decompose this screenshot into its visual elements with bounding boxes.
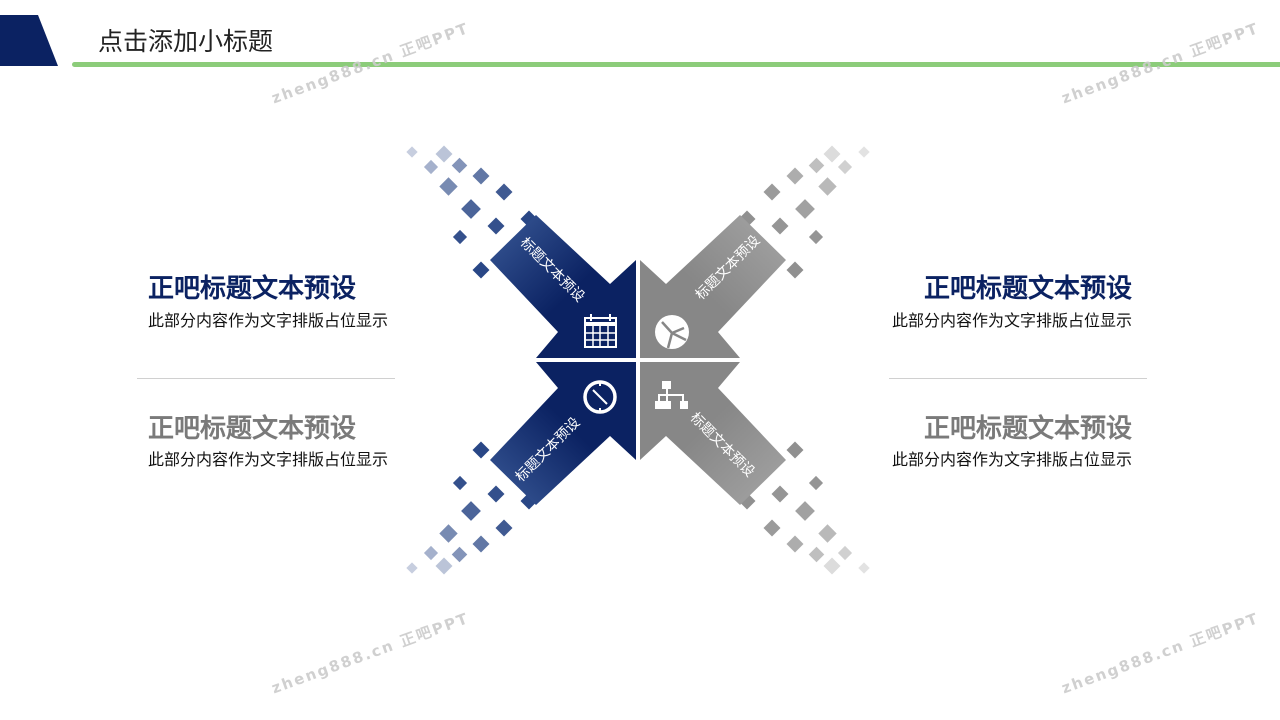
decorative-square bbox=[472, 167, 490, 185]
block-heading-top-right: 正吧标题文本预设 bbox=[923, 274, 1132, 304]
org-chart-icon bbox=[655, 381, 688, 409]
decorative-square bbox=[763, 519, 781, 537]
decorative-square bbox=[858, 146, 870, 158]
decorative-square bbox=[771, 485, 789, 503]
decorative-square bbox=[461, 501, 481, 521]
decorative-square bbox=[452, 475, 468, 491]
decorative-square bbox=[818, 524, 837, 543]
decorative-square bbox=[771, 217, 789, 235]
decorative-square bbox=[786, 441, 804, 459]
decorative-square bbox=[435, 145, 453, 163]
decorative-square bbox=[439, 177, 458, 196]
decorative-square bbox=[472, 261, 490, 279]
decorative-square bbox=[786, 167, 804, 185]
block-text-bottom-left: 此部分内容作为文字排版占位显示 bbox=[148, 450, 389, 469]
decorative-square bbox=[837, 159, 853, 175]
decorative-square bbox=[423, 159, 439, 175]
decorative-square bbox=[487, 217, 505, 235]
block-text-top-left: 此部分内容作为文字排版占位显示 bbox=[148, 311, 389, 330]
decorative-square bbox=[472, 535, 490, 553]
decorative-square bbox=[837, 545, 853, 561]
decorative-square bbox=[818, 177, 837, 196]
block-heading-bottom-left: 正吧标题文本预设 bbox=[148, 414, 357, 444]
decorative-square bbox=[808, 546, 825, 563]
decorative-square bbox=[451, 546, 468, 563]
decorative-square bbox=[487, 485, 505, 503]
decorative-square bbox=[439, 524, 458, 543]
divider-left bbox=[137, 378, 395, 379]
decorative-square bbox=[786, 535, 804, 553]
decorative-square bbox=[808, 475, 824, 491]
decorative-square bbox=[795, 501, 815, 521]
block-heading-top-left: 正吧标题文本预设 bbox=[148, 274, 357, 304]
decorative-square bbox=[461, 199, 481, 219]
decorative-square bbox=[808, 229, 824, 245]
decorative-square bbox=[423, 545, 439, 561]
block-text-top-right: 此部分内容作为文字排版占位显示 bbox=[891, 311, 1132, 330]
decorative-square bbox=[406, 562, 418, 574]
block-heading-bottom-right: 正吧标题文本预设 bbox=[923, 414, 1132, 444]
decorative-square bbox=[808, 157, 825, 174]
decorative-square bbox=[786, 261, 804, 279]
block-text-bottom-right: 此部分内容作为文字排版占位显示 bbox=[891, 450, 1132, 469]
decorative-square bbox=[795, 199, 815, 219]
header-underline bbox=[72, 62, 1280, 67]
decorative-square bbox=[495, 519, 513, 537]
decorative-square bbox=[452, 229, 468, 245]
decorative-square bbox=[858, 562, 870, 574]
decorative-square bbox=[451, 157, 468, 174]
compass-icon bbox=[583, 380, 617, 414]
divider-right bbox=[889, 378, 1147, 379]
decorative-square bbox=[495, 183, 513, 201]
decorative-square bbox=[472, 441, 490, 459]
decorative-square bbox=[823, 145, 841, 163]
page-title: 点击添加小标题 bbox=[98, 27, 274, 56]
decorative-square bbox=[406, 146, 418, 158]
decorative-square bbox=[823, 557, 841, 575]
decorative-square bbox=[763, 183, 781, 201]
calendar-icon bbox=[584, 314, 617, 348]
globe-icon bbox=[655, 315, 689, 349]
decorative-square bbox=[435, 557, 453, 575]
